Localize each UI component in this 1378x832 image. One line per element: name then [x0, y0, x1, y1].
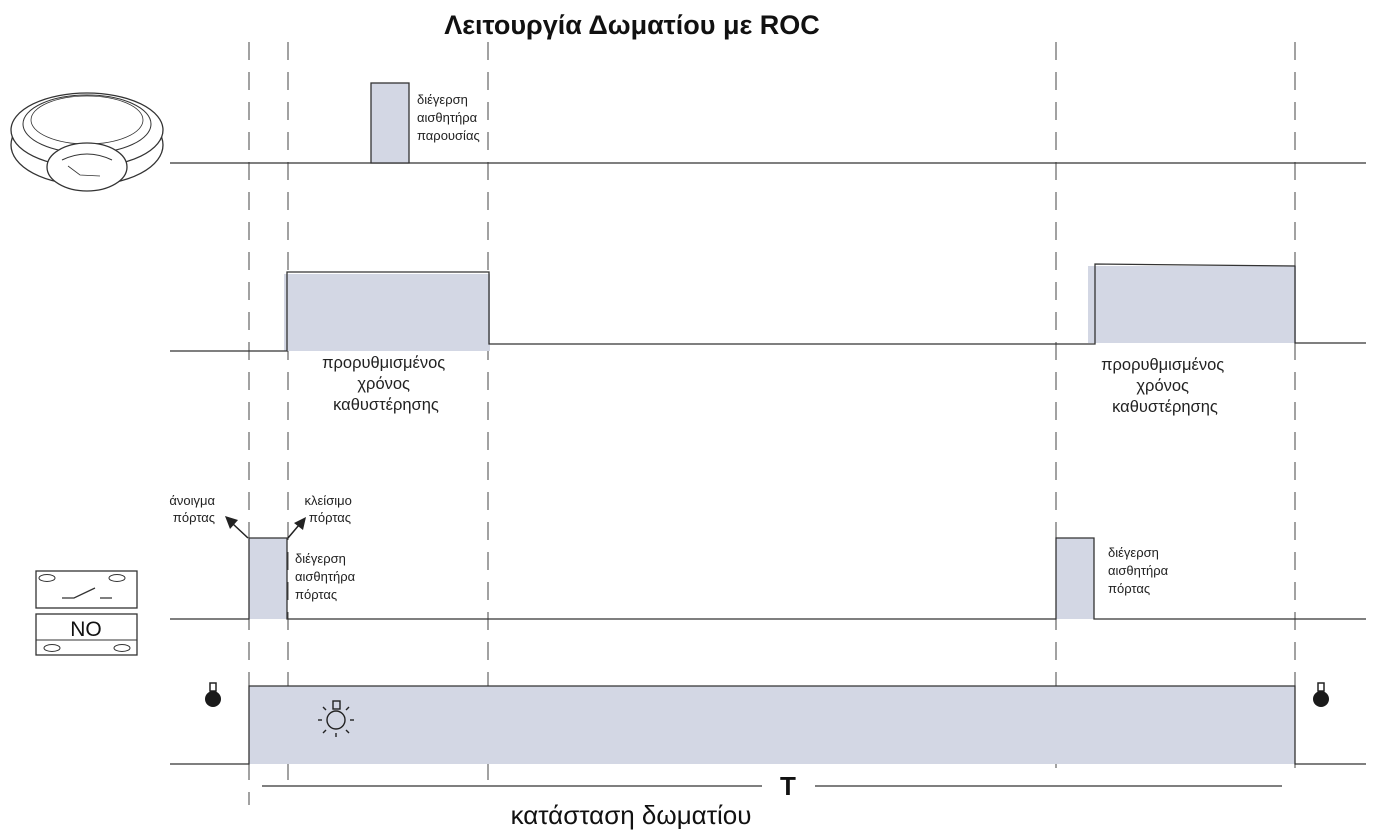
presence-sensor-pulse — [370, 82, 410, 164]
room-state-axis-label: κατάσταση δωματίου — [511, 800, 752, 830]
door-open-arrow — [225, 516, 249, 539]
delay-label-right-line-3: καθυστέρησης — [1112, 398, 1218, 416]
door-pulse-left-fill — [249, 538, 287, 619]
door-sensor-row: NO άνοιγμα πόρτας κλείσιμο πόρτας διέγερ… — [35, 493, 1366, 656]
delay-pulse-right-shadow — [1088, 266, 1296, 343]
door-pulse-label-right-line-1: διέγερση — [1108, 545, 1159, 560]
ceiling-presence-sensor-icon — [10, 92, 164, 192]
door-close-label: κλείσιμο πόρτας — [305, 493, 356, 525]
presence-pulse-label-line-1: διέγερση — [417, 92, 468, 107]
door-open-label-line-1: άνοιγμα — [169, 493, 215, 508]
delay-pulse-left-shadow — [284, 274, 490, 351]
door-pulse-label-right-line-3: πόρτας — [1108, 581, 1150, 596]
contact-type-label: NO — [70, 618, 102, 641]
light-bulb-on-icon — [318, 700, 354, 737]
light-bulb-off-icon — [205, 682, 221, 707]
delay-timer-row: προρυθμισμένος χρόνος καθυστέρησης προρυ… — [170, 263, 1366, 416]
diagram-title: Λειτουργία Δωματίου με ROC — [444, 10, 820, 40]
delay-label-left: προρυθμισμένος χρόνος καθυστέρησης — [322, 354, 450, 414]
door-sensor-signal — [170, 537, 1366, 620]
door-open-label-line-2: πόρτας — [173, 510, 215, 525]
delay-label-right: προρυθμισμένος χρόνος καθυστέρησης — [1101, 356, 1229, 416]
door-pulse-label-left-line-3: πόρτας — [295, 587, 337, 602]
presence-pulse-label-line-2: αισθητήρα — [417, 110, 478, 125]
door-open-label: άνοιγμα πόρτας — [169, 493, 218, 525]
door-pulse-label-right-line-2: αισθητήρα — [1108, 563, 1169, 578]
delay-timer-signal — [170, 263, 1366, 352]
room-state-row: T κατάσταση δωματίου — [170, 682, 1366, 830]
door-pulse-label-left-line-1: διέγερση — [295, 551, 346, 566]
delay-label-right-line-2: χρόνος — [1136, 377, 1189, 395]
period-label: T — [780, 771, 796, 801]
delay-label-left-line-3: καθυστέρησης — [333, 396, 439, 414]
room-state-signal — [170, 685, 1366, 765]
door-contact-switch-icon — [35, 570, 138, 656]
door-pulse-label-left-line-2: αισθητήρα — [295, 569, 356, 584]
delay-label-left-line-2: χρόνος — [357, 375, 410, 393]
light-bulb-off-icon-right — [1313, 682, 1329, 707]
room-occupied-pulse-fill — [249, 686, 1295, 764]
door-close-label-line-1: κλείσιμο — [305, 493, 352, 508]
door-pulse-right-fill — [1056, 538, 1094, 619]
door-close-arrow — [287, 517, 306, 539]
door-pulse-label-right: διέγερση αισθητήρα πόρτας — [1108, 545, 1172, 596]
presence-pulse-label-line-3: παρουσίας — [417, 128, 480, 143]
delay-label-left-line-1: προρυθμισμένος — [322, 354, 445, 372]
door-pulse-label-left: διέγερση αισθητήρα πόρτας — [295, 551, 359, 602]
delay-label-right-line-1: προρυθμισμένος — [1101, 356, 1224, 374]
presence-sensor-row: διέγερση αισθητήρα παρουσίας — [10, 82, 1366, 192]
door-close-label-line-2: πόρτας — [309, 510, 351, 525]
presence-pulse-label: διέγερση αισθητήρα παρουσίας — [417, 92, 481, 143]
